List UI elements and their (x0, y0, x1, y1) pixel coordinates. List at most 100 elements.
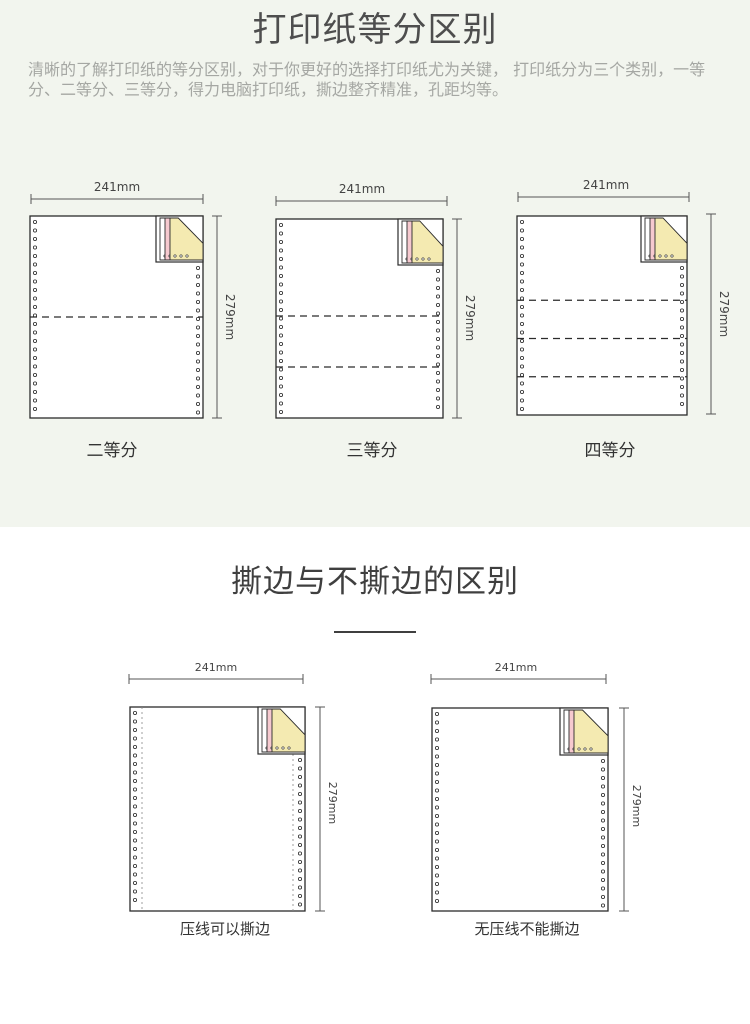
section1-title: 打印纸等分区别 (252, 10, 498, 50)
feed-hole (173, 254, 177, 258)
feed-hole (33, 296, 38, 301)
feed-hole (132, 779, 137, 784)
feed-hole (680, 359, 685, 364)
paper-ply (169, 217, 204, 261)
feed-hole (33, 321, 38, 326)
feed-hole (680, 350, 685, 355)
feed-hole (33, 381, 38, 386)
feed-hole (132, 762, 137, 767)
feed-hole (435, 362, 440, 367)
feed-hole (435, 285, 440, 290)
feed-hole (520, 347, 525, 352)
feed-hole (297, 868, 302, 873)
feed-hole (33, 389, 38, 394)
feed-hole (434, 856, 439, 861)
feed-hole (195, 350, 200, 355)
feed-hole (427, 257, 431, 261)
width-label: 241mm (583, 178, 629, 192)
paper-body (431, 707, 609, 912)
feed-hole (287, 746, 291, 750)
width-dimension: 241mm (128, 661, 304, 684)
feed-hole (33, 304, 38, 309)
feed-hole (33, 262, 38, 267)
feed-hole (680, 367, 685, 372)
feed-hole (601, 810, 606, 815)
feed-hole (435, 311, 440, 316)
feed-hole (434, 720, 439, 725)
feed-hole (195, 291, 200, 296)
feed-hole (297, 826, 302, 831)
caption-perforated: 压线可以撕边 (179, 920, 270, 938)
feed-hole (297, 885, 302, 890)
paper-ply (573, 709, 609, 754)
feed-hole (520, 219, 525, 224)
feed-hole (520, 355, 525, 360)
paper-diagram-two-part: 241mm 279mm (29, 180, 237, 419)
feed-hole (278, 307, 283, 312)
feed-hole (601, 767, 606, 772)
height-dimension: 279mm (452, 218, 477, 419)
feed-hole (195, 325, 200, 330)
feed-hole (195, 342, 200, 347)
feed-hole (434, 814, 439, 819)
feed-hole (278, 350, 283, 355)
feed-hole (275, 746, 279, 750)
feed-hole (435, 336, 440, 341)
width-label: 241mm (195, 661, 237, 674)
feed-hole (132, 711, 137, 716)
feed-hole (520, 321, 525, 326)
paper-diagram-plain: 241mm 279mm (430, 661, 643, 912)
feed-hole (33, 372, 38, 377)
feed-hole (434, 890, 439, 895)
feed-hole (601, 886, 606, 891)
feed-hole (132, 889, 137, 894)
feed-hole (132, 719, 137, 724)
caption-two-part: 二等分 (86, 441, 138, 461)
paper-diagram-three-part: 241mm 279mm (275, 182, 477, 419)
feed-hole (520, 279, 525, 284)
feed-hole (601, 852, 606, 857)
feed-hole (435, 396, 440, 401)
feed-hole (520, 296, 525, 301)
feed-hole (434, 899, 439, 904)
feed-hole (434, 865, 439, 870)
feed-hole (680, 384, 685, 389)
feed-hole (435, 319, 440, 324)
feed-hole (589, 747, 593, 751)
feed-hole (680, 342, 685, 347)
feed-hole (670, 254, 674, 258)
feed-hole (278, 222, 283, 227)
feed-hole (297, 800, 302, 805)
feed-hole (278, 299, 283, 304)
feed-hole (278, 265, 283, 270)
feed-hole (297, 766, 302, 771)
feed-hole (195, 359, 200, 364)
width-label: 241mm (339, 182, 385, 196)
feed-hole (520, 330, 525, 335)
feed-hole (680, 299, 685, 304)
feed-hole (664, 254, 668, 258)
feed-hole (278, 341, 283, 346)
height-label: 279mm (630, 785, 643, 827)
feed-hole (520, 287, 525, 292)
caption-three-part: 三等分 (346, 441, 398, 461)
feed-hole (601, 861, 606, 866)
feed-hole (520, 372, 525, 377)
feed-hole (297, 894, 302, 899)
feed-hole (434, 712, 439, 717)
feed-hole (132, 787, 137, 792)
feed-hole (520, 270, 525, 275)
feed-hole (278, 324, 283, 329)
feed-hole (297, 783, 302, 788)
feed-hole (33, 364, 38, 369)
feed-hole (435, 302, 440, 307)
feed-hole (33, 253, 38, 258)
feed-hole (435, 379, 440, 384)
feed-hole (434, 822, 439, 827)
width-label: 241mm (495, 661, 537, 674)
paper-ply (654, 217, 688, 261)
feed-hole (195, 384, 200, 389)
feed-hole (132, 881, 137, 886)
feed-hole (601, 793, 606, 798)
feed-hole (297, 851, 302, 856)
